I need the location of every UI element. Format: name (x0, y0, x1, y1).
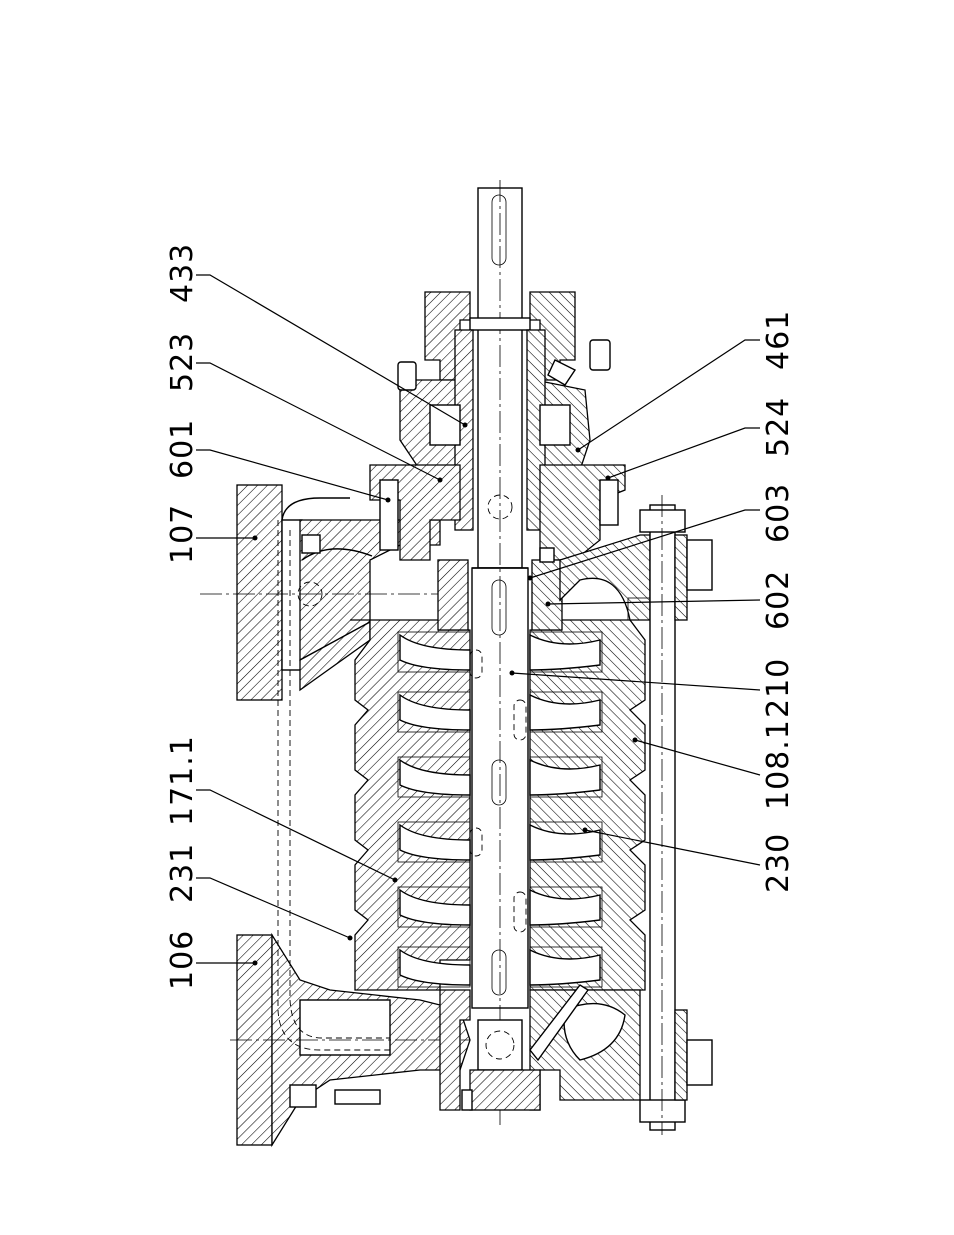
tie-bolt (640, 495, 712, 1135)
callout-461: 461 (761, 310, 796, 370)
callout-601: 601 (165, 419, 200, 479)
callout-230: 230 (761, 833, 796, 893)
callout-108-1: 108.1 (761, 719, 796, 810)
callout-labels-left: 433 523 601 107 171.1 231 106 (165, 243, 200, 990)
callout-524: 524 (761, 397, 796, 457)
callout-603: 603 (761, 483, 796, 543)
discharge-casing (440, 985, 640, 1110)
callout-labels-right: 461 524 603 602 210 108.1 230 (761, 310, 796, 893)
callout-210: 210 (761, 658, 796, 718)
callout-171-1: 171.1 (165, 735, 200, 826)
callout-523: 523 (165, 332, 200, 392)
callout-433: 433 (165, 243, 200, 303)
callout-231: 231 (165, 843, 200, 903)
callout-107: 107 (165, 504, 200, 564)
callout-602: 602 (761, 570, 796, 630)
callout-106: 106 (165, 930, 200, 990)
